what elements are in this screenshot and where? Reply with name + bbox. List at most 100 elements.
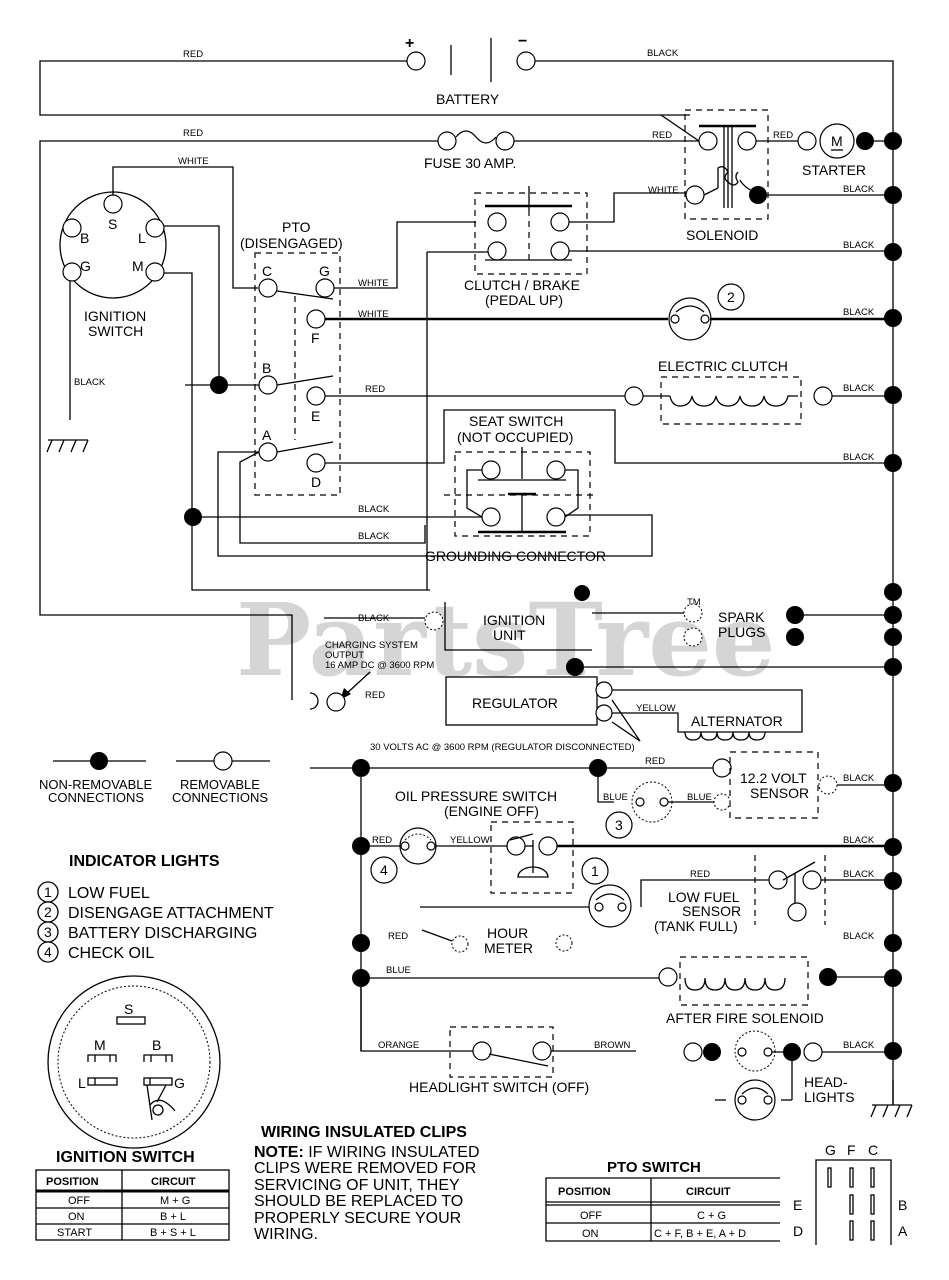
indicator-label: BATTERY DISCHARGING xyxy=(68,925,257,942)
grounding-label: GROUNDING CONNECTOR xyxy=(425,548,606,564)
pto-terminal-f: F xyxy=(311,330,320,346)
legend-non-removable-2: CONNECTIONS xyxy=(48,790,144,805)
detail-terminal-l: L xyxy=(78,1075,86,1091)
low-fuel-label-3: (TANK FULL) xyxy=(654,918,738,934)
wire-label: RED xyxy=(690,869,710,880)
legend-removable-2: CONNECTIONS xyxy=(172,790,268,805)
pto-label-2: (DISENGAGED) xyxy=(240,235,343,251)
table-cell: START xyxy=(57,1227,92,1239)
wire-label: YELLOW xyxy=(450,835,490,846)
wire-label: RED xyxy=(365,690,385,701)
ac-note: 30 VOLTS AC @ 3600 RPM (REGULATOR DISCON… xyxy=(370,742,635,753)
battery-label: BATTERY xyxy=(436,91,500,107)
ignition-switch-detail: S M B L G xyxy=(47,975,221,1149)
wire-label: BLACK xyxy=(843,452,875,463)
pto-terminal-d: D xyxy=(311,474,321,490)
headlight-switch-label: HEADLIGHT SWITCH (OFF) xyxy=(409,1079,589,1095)
ign-terminal-s: S xyxy=(108,216,117,232)
after-fire-label: AFTER FIRE SOLENOID xyxy=(666,1010,824,1026)
pto-detail-d: D xyxy=(793,1223,803,1239)
seat-switch-label-1: SEAT SWITCH xyxy=(469,413,563,429)
indicator-item: 4 CHECK OIL xyxy=(37,941,154,963)
detail-terminal-b: B xyxy=(152,1037,161,1053)
pto-terminal-g: G xyxy=(319,263,330,279)
indicator-4-badge: 4 xyxy=(380,862,388,878)
detail-terminal-m: M xyxy=(94,1037,106,1053)
oil-pressure-switch: OIL PRESSURE SWITCH (ENGINE OFF) RED YEL… xyxy=(352,788,885,894)
charging-label-2: OUTPUT xyxy=(325,650,364,661)
indicator-label: CHECK OIL xyxy=(68,945,154,962)
battery-neg-terminal xyxy=(516,51,536,71)
clips-note-line: WIRING. xyxy=(254,1226,318,1243)
oil-pressure-label-1: OIL PRESSURE SWITCH xyxy=(395,788,557,804)
spark-plugs-label-1: SPARK xyxy=(718,609,765,625)
wiring-clips-note: WIRING INSULATED CLIPS NOTE: IF WIRING I… xyxy=(254,1124,480,1243)
wire-label: RED xyxy=(388,931,408,942)
volt-sensor-label-2: SENSOR xyxy=(750,785,809,801)
ground-bus-right xyxy=(870,132,913,1118)
table-cell: M + G xyxy=(160,1195,190,1207)
wire-label: RED xyxy=(183,128,203,139)
ignition-unit-label-1: IGNITION xyxy=(483,612,545,628)
table-header: POSITION xyxy=(46,1176,99,1188)
wire-label: RED xyxy=(372,835,392,846)
pto-terminal-c: C xyxy=(262,263,272,279)
solenoid-label: SOLENOID xyxy=(686,227,758,243)
charging-label-3: 16 AMP DC @ 3600 RPM xyxy=(325,660,434,671)
hour-meter-label-1: HOUR xyxy=(487,925,528,941)
indicator-item: 2 DISENGAGE ATTACHMENT xyxy=(37,901,274,923)
wire-label: BLACK xyxy=(74,377,106,388)
pto-detail-f: F xyxy=(847,1142,856,1158)
clips-note-line: SHOULD BE REPLACED TO xyxy=(254,1193,463,1210)
ign-terminal-l: L xyxy=(138,230,146,246)
pto-table-title: PTO SWITCH xyxy=(607,1159,701,1176)
pto-detail-g: G xyxy=(825,1142,836,1158)
wire-label: BLUE xyxy=(687,792,712,803)
battery-plus: + xyxy=(405,35,414,52)
table-cell: OFF xyxy=(68,1195,90,1207)
clutch-brake-label-1: CLUTCH / BRAKE xyxy=(464,277,580,293)
legend-non-removable-1: NON-REMOVABLE xyxy=(39,777,152,792)
ign-terminal-g: G xyxy=(80,258,91,274)
wire-label: WHITE xyxy=(358,309,389,320)
wire-label: BLACK xyxy=(843,184,875,195)
charging-system: CHARGING SYSTEM OUTPUT 16 AMP DC @ 3600 … xyxy=(309,640,803,753)
table-cell: B + S + L xyxy=(150,1227,196,1239)
starter-label: STARTER xyxy=(802,162,866,178)
clips-note-line: PROPERLY SECURE YOUR xyxy=(254,1210,461,1227)
indicator-label: DISENGAGE ATTACHMENT xyxy=(68,905,274,922)
solenoid: WHITE BLACK SOLENOID RED xyxy=(648,109,885,243)
indicator-2-badge: 2 xyxy=(727,289,735,305)
hour-meter: RED HOUR METER xyxy=(352,925,573,956)
indicator-1-badge: 1 xyxy=(591,863,599,879)
wire-label: BLACK xyxy=(843,307,875,318)
detail-terminal-g: G xyxy=(174,1075,185,1091)
wire-label: RED xyxy=(773,130,793,141)
indicator-num: 2 xyxy=(44,904,52,920)
ign-label-2: SWITCH xyxy=(88,323,143,339)
wire-label: BLACK xyxy=(647,48,679,59)
ignition-table-title: IGNITION SWITCH xyxy=(56,1149,195,1166)
charging-label-1: CHARGING SYSTEM xyxy=(325,640,418,651)
wire-label: BLACK xyxy=(843,1040,875,1051)
volt-sensor-label-1: 12.2 VOLT xyxy=(740,770,807,786)
pto-detail-b: B xyxy=(898,1197,907,1213)
wire-label: BLACK xyxy=(358,531,390,542)
electric-clutch: ELECTRIC CLUTCH BLACK BLACK xyxy=(624,358,885,463)
hour-meter-label-2: METER xyxy=(484,940,533,956)
fuse: RED FUSE 30 AMP. RED xyxy=(39,128,699,222)
ign-terminal-m: M xyxy=(132,258,144,274)
indicator-num: 3 xyxy=(44,924,52,940)
table-header: CIRCUIT xyxy=(151,1176,196,1188)
oil-pressure-label-2: (ENGINE OFF) xyxy=(444,803,539,819)
wire-label: RED xyxy=(183,49,203,60)
table-cell: ON xyxy=(68,1211,85,1223)
clips-note-line: SERVICING OF UNIT, THEY xyxy=(254,1177,460,1194)
battery-minus: − xyxy=(518,33,527,50)
regulator-label: REGULATOR xyxy=(472,695,558,711)
clips-note-title: WIRING INSULATED CLIPS xyxy=(261,1124,467,1141)
ignition-unit-label-2: UNIT xyxy=(493,627,526,643)
pto-switch-table: PTO SWITCH POSITION CIRCUIT OFF C + G ON… xyxy=(545,1159,780,1242)
table-cell: OFF xyxy=(580,1210,602,1222)
